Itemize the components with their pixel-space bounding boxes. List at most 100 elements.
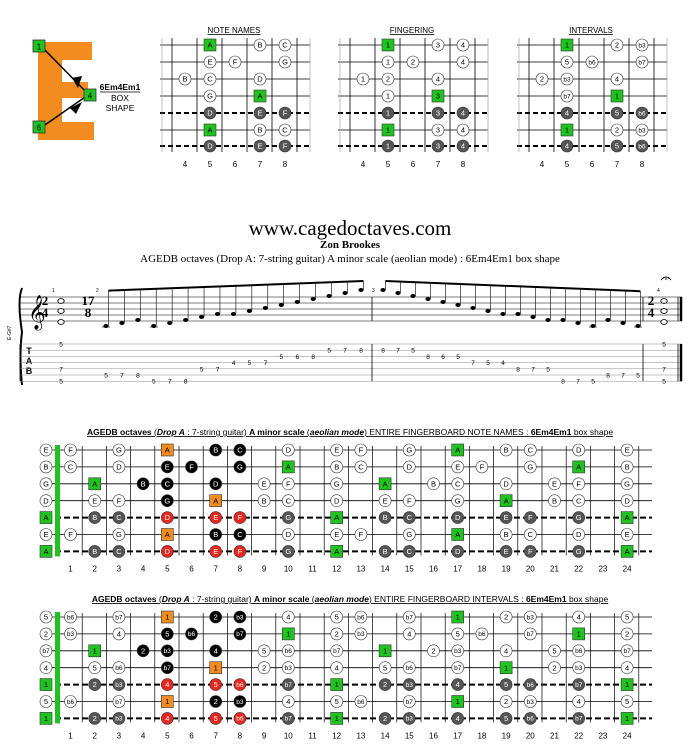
note-marker-circle bbox=[499, 678, 513, 691]
fret-number: 14 bbox=[381, 731, 390, 740]
note-marker-circle bbox=[402, 460, 416, 474]
note-marker-label: 2 bbox=[615, 41, 619, 50]
note-marker: B bbox=[620, 460, 634, 474]
note-marker: D bbox=[499, 477, 513, 491]
tab-fret-number: 7 bbox=[662, 366, 666, 373]
note-marker-square bbox=[330, 545, 344, 558]
nut bbox=[55, 445, 60, 557]
note-marker-circle bbox=[39, 627, 53, 641]
note-marker-label: 1 bbox=[386, 109, 390, 118]
note-marker-label: A bbox=[207, 126, 212, 135]
fret-number: 17 bbox=[453, 731, 462, 740]
note-marker-circle bbox=[112, 443, 126, 457]
note-marker: A bbox=[499, 494, 513, 508]
note-marker: b7 bbox=[620, 644, 634, 658]
note-marker: A bbox=[378, 477, 392, 491]
tab-fret-number: 7 bbox=[531, 366, 535, 373]
note-marker: B bbox=[378, 511, 392, 524]
note-marker-circle bbox=[112, 610, 126, 624]
note-marker: B bbox=[88, 511, 101, 524]
note-marker: b3 bbox=[572, 661, 586, 675]
logo-dot-label: 4 bbox=[88, 92, 93, 101]
fingerboard-title-part: AGEDB octaves bbox=[92, 594, 157, 604]
fret-number: 7 bbox=[615, 160, 620, 169]
note-marker-square bbox=[39, 712, 53, 725]
note-marker: 1 bbox=[381, 106, 395, 120]
note-marker-label: E bbox=[92, 496, 97, 505]
note-marker-circle bbox=[402, 712, 416, 725]
note-marker-circle bbox=[330, 661, 344, 675]
note-marker: b3 bbox=[402, 678, 416, 691]
note-marker: b3 bbox=[161, 644, 174, 658]
tab-fret-number: 5 bbox=[327, 348, 331, 355]
note-marker: A bbox=[253, 89, 267, 103]
note-marker: C bbox=[523, 443, 537, 457]
note-marker: 1 bbox=[610, 89, 624, 103]
note-marker: D bbox=[572, 528, 586, 541]
note-marker-label: 2 bbox=[93, 680, 97, 689]
note-marker-label: 4 bbox=[44, 663, 48, 672]
note-marker-label: 3 bbox=[436, 126, 440, 135]
score-note bbox=[485, 309, 491, 313]
note-marker-label: 2 bbox=[625, 630, 629, 639]
tab-fret-number: 5 bbox=[546, 366, 550, 373]
note-marker-label: F bbox=[68, 446, 73, 455]
note-marker-circle bbox=[456, 38, 470, 52]
score-note bbox=[590, 324, 596, 328]
note-marker-circle bbox=[64, 695, 77, 708]
note-marker-label: G bbox=[43, 479, 49, 488]
note-marker-circle bbox=[209, 610, 222, 624]
note-marker-label: 2 bbox=[552, 663, 556, 672]
note-marker-circle bbox=[161, 511, 174, 524]
note-marker-label: b6 bbox=[236, 716, 244, 723]
tab-fret-number: 7 bbox=[471, 360, 475, 367]
tab-letter: A bbox=[26, 356, 33, 366]
note-marker-circle bbox=[64, 610, 77, 624]
note-marker: C bbox=[278, 38, 292, 52]
fingerboard-title-part: ( bbox=[152, 427, 157, 437]
note-marker: 5 bbox=[88, 661, 101, 675]
note-marker-circle bbox=[499, 477, 513, 491]
note-marker-circle bbox=[560, 55, 574, 69]
note-marker: 4 bbox=[281, 695, 295, 708]
note-marker-label: b3 bbox=[454, 648, 462, 655]
tab-fret-number: 8 bbox=[426, 354, 430, 361]
note-marker-circle bbox=[253, 123, 267, 137]
fret-number: 23 bbox=[598, 731, 607, 740]
note-marker-square bbox=[88, 477, 101, 491]
note-marker-label: 4 bbox=[461, 126, 465, 135]
note-marker: C bbox=[451, 477, 465, 491]
note-marker-circle bbox=[64, 627, 77, 641]
fret-number: 5 bbox=[565, 160, 570, 169]
note-marker-square bbox=[88, 644, 101, 658]
tab-fret-number: 5 bbox=[152, 379, 156, 386]
fret-number: 8 bbox=[238, 564, 243, 573]
note-marker-circle bbox=[635, 123, 649, 137]
note-marker-circle bbox=[548, 477, 561, 491]
note-marker-label: 5 bbox=[456, 630, 460, 639]
note-marker-circle bbox=[572, 661, 586, 675]
score-note bbox=[605, 318, 611, 322]
note-marker-circle bbox=[112, 678, 126, 691]
note-marker-label: b6 bbox=[406, 665, 414, 672]
note-marker: 4 bbox=[499, 644, 513, 658]
tab-fret-number: 5 bbox=[280, 354, 284, 361]
note-marker-label: D bbox=[257, 75, 263, 84]
fret-number: 18 bbox=[477, 731, 486, 740]
note-marker-label: 4 bbox=[504, 646, 508, 655]
note-marker: G bbox=[161, 494, 174, 508]
note-marker-label: A bbox=[92, 479, 97, 488]
note-marker: b3 bbox=[523, 610, 537, 624]
note-marker-circle bbox=[209, 528, 222, 541]
note-marker: b7 bbox=[112, 610, 126, 624]
note-marker-circle bbox=[39, 644, 53, 658]
fret-number: 8 bbox=[283, 160, 288, 169]
note-marker: b7 bbox=[635, 55, 649, 69]
note-marker-label: 4 bbox=[615, 75, 619, 84]
note-marker-circle bbox=[178, 72, 192, 86]
note-marker: b6 bbox=[572, 644, 586, 658]
note-marker-circle bbox=[278, 55, 292, 69]
fingerboard-title-part: A minor scale bbox=[249, 427, 305, 437]
note-marker-label: 2 bbox=[386, 75, 390, 84]
note-marker-label: A bbox=[383, 479, 388, 488]
